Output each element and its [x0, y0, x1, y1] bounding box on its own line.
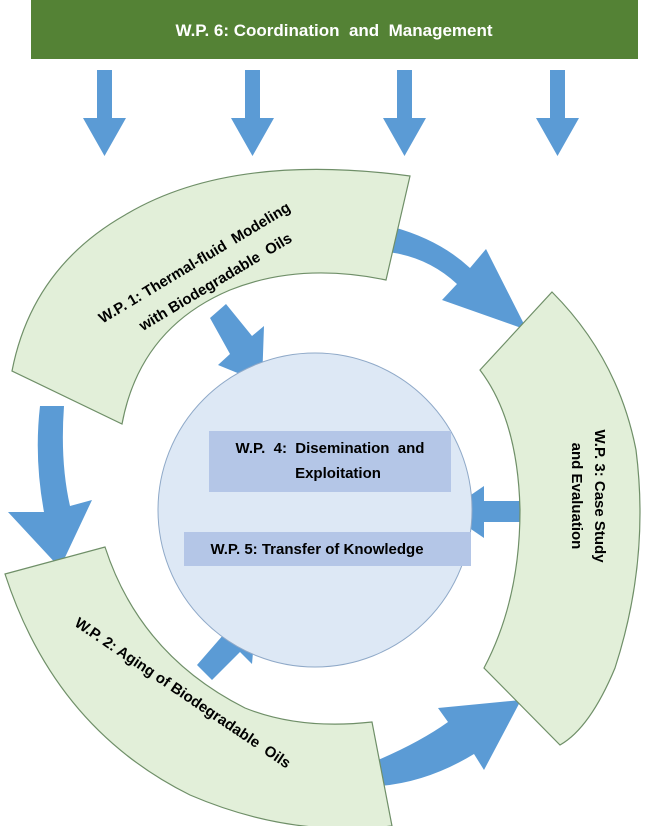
wp6-banner [31, 0, 638, 59]
wp3-label-line2: and Evaluation [568, 443, 585, 550]
wp4-label-line1: W.P. 4: Disemination and [236, 440, 425, 457]
arrow-wp2-to-wp3 [378, 700, 521, 786]
down-arrow-2 [231, 70, 274, 156]
wp4-label-box [209, 431, 451, 492]
banner-down-arrows [83, 70, 579, 156]
down-arrow-1 [83, 70, 126, 156]
wp3-label-line1: W.P. 3: Case Study [591, 429, 608, 563]
wp1-segment [11, 168, 411, 425]
wp3-segment [479, 291, 641, 746]
wp2-segment [4, 546, 393, 826]
wp5-label: W.P. 5: Transfer of Knowledge [210, 541, 423, 558]
arrow-wp1-to-center [210, 304, 264, 383]
wp6-banner-label: W.P. 6: Coordination and Management [175, 21, 492, 40]
cycle-arrows [8, 227, 530, 786]
arrow-wp1-to-wp2 [8, 406, 92, 568]
center-circle [157, 352, 473, 668]
wp4-label-line2: Exploitation [295, 465, 381, 482]
down-arrow-4 [536, 70, 579, 156]
down-arrow-3 [383, 70, 426, 156]
wp5-label-box [184, 532, 471, 566]
arrow-wp1-to-wp3 [388, 227, 527, 330]
